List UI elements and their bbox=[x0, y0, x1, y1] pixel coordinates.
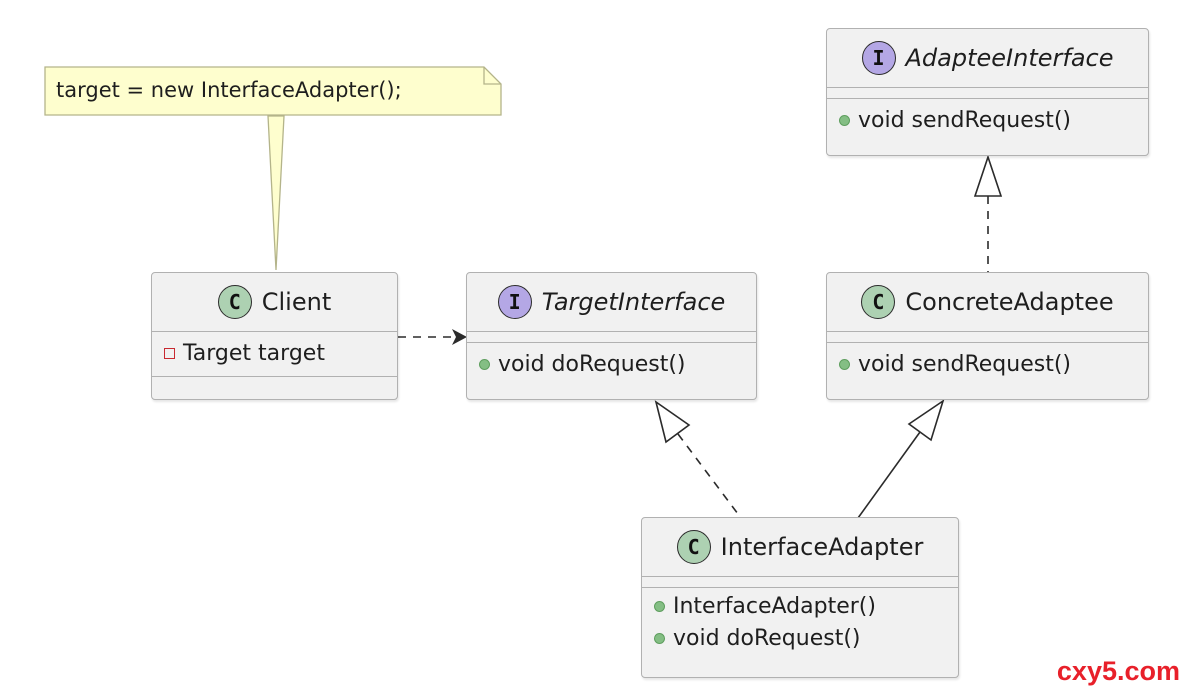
public-visibility-icon bbox=[839, 358, 850, 370]
method-row: void doRequest() bbox=[479, 347, 744, 381]
divider bbox=[827, 87, 1148, 88]
interface-icon: I bbox=[497, 285, 532, 319]
class-name: InterfaceAdapter bbox=[720, 533, 924, 561]
method-text: void sendRequest() bbox=[858, 107, 1071, 133]
class-name: Client bbox=[261, 288, 332, 316]
method-row: InterfaceAdapter() bbox=[654, 590, 946, 622]
realization-arrowhead-target bbox=[654, 400, 691, 444]
fields-section bbox=[467, 332, 756, 342]
class-box-interface-adapter[interactable]: C InterfaceAdapter InterfaceAdapter() vo… bbox=[641, 517, 959, 678]
method-text: InterfaceAdapter() bbox=[673, 593, 876, 619]
watermark: cxy5.com bbox=[1056, 656, 1180, 686]
interface-icon: I bbox=[861, 41, 896, 75]
divider bbox=[827, 98, 1148, 99]
code-note: target = new InterfaceAdapter(); bbox=[44, 66, 502, 116]
class-name: TargetInterface bbox=[541, 288, 726, 316]
public-visibility-icon bbox=[654, 600, 665, 612]
methods-section bbox=[152, 377, 397, 387]
realization-arrowhead-adaptee bbox=[973, 154, 1003, 197]
note-text: target = new InterfaceAdapter(); bbox=[56, 78, 402, 102]
generalization-arrowhead bbox=[907, 399, 945, 442]
method-text: void doRequest() bbox=[498, 351, 686, 377]
field-text: Target target bbox=[183, 340, 325, 366]
field-row: Target target bbox=[164, 336, 385, 370]
public-visibility-icon bbox=[654, 632, 665, 644]
method-row: void sendRequest() bbox=[839, 103, 1136, 137]
class-box-adaptee-interface[interactable]: I AdapteeInterface void sendRequest() bbox=[826, 28, 1149, 156]
divider bbox=[827, 342, 1148, 343]
divider bbox=[152, 376, 397, 377]
divider bbox=[467, 331, 756, 332]
fields-section bbox=[642, 577, 958, 587]
dependency-arrowhead bbox=[452, 329, 467, 345]
divider bbox=[642, 576, 958, 577]
divider bbox=[152, 331, 397, 332]
class-box-target-interface[interactable]: I TargetInterface void doRequest() bbox=[466, 272, 757, 400]
divider bbox=[467, 342, 756, 343]
class-box-concrete-adaptee[interactable]: C ConcreteAdaptee void sendRequest() bbox=[826, 272, 1149, 400]
note-shape bbox=[44, 66, 502, 116]
method-row: void doRequest() bbox=[654, 622, 946, 654]
note-connector bbox=[267, 115, 285, 271]
public-visibility-icon bbox=[479, 358, 490, 370]
class-name: AdapteeInterface bbox=[905, 44, 1114, 72]
methods-section: void sendRequest() bbox=[827, 99, 1148, 143]
class-header: C Client bbox=[152, 273, 397, 331]
class-icon: C bbox=[217, 285, 252, 319]
class-header: C ConcreteAdaptee bbox=[827, 273, 1148, 331]
realization-line-target bbox=[677, 433, 739, 515]
methods-section: void sendRequest() bbox=[827, 343, 1148, 387]
fields-section bbox=[827, 88, 1148, 98]
class-icon: C bbox=[676, 530, 711, 564]
class-box-client[interactable]: C Client Target target bbox=[151, 272, 398, 400]
class-icon: C bbox=[861, 285, 896, 319]
generalization-line bbox=[857, 431, 921, 519]
private-visibility-icon bbox=[164, 347, 175, 359]
fields-section: Target target bbox=[152, 332, 397, 376]
class-header: C InterfaceAdapter bbox=[642, 518, 958, 576]
method-text: void sendRequest() bbox=[858, 351, 1071, 377]
divider bbox=[827, 331, 1148, 332]
methods-section: void doRequest() bbox=[467, 343, 756, 387]
fields-section bbox=[827, 332, 1148, 342]
class-header: I AdapteeInterface bbox=[827, 29, 1148, 87]
class-header: I TargetInterface bbox=[467, 273, 756, 331]
public-visibility-icon bbox=[839, 114, 850, 126]
method-row: void sendRequest() bbox=[839, 347, 1136, 381]
class-name: ConcreteAdaptee bbox=[905, 288, 1114, 316]
method-text: void doRequest() bbox=[673, 625, 861, 651]
methods-section: InterfaceAdapter() void doRequest() bbox=[642, 588, 958, 660]
divider bbox=[642, 587, 958, 588]
